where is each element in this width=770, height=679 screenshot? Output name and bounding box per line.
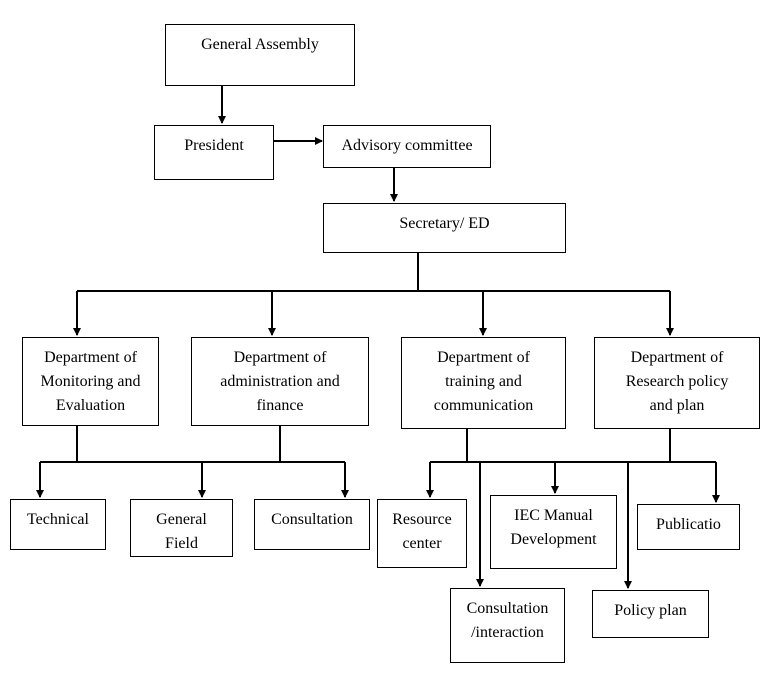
president-box: President — [154, 125, 274, 180]
dept-training-communication-box: Department of training and communication — [401, 337, 566, 429]
general-assembly-box: General Assembly — [165, 24, 355, 86]
iec-manual-development-box: IEC Manual Development — [490, 495, 617, 569]
advisory-committee-box: Advisory committee — [323, 125, 491, 168]
resource-center-box: Resource center — [377, 499, 467, 568]
publicatio-box: Publicatio — [637, 504, 740, 550]
dept-research-policy-box: Department of Research policy and plan — [594, 337, 760, 429]
technical-box: Technical — [10, 499, 106, 550]
secretary-box: Secretary/ ED — [323, 203, 566, 253]
policy-plan-box: Policy plan — [592, 590, 709, 638]
consultation-box: Consultation — [254, 499, 370, 550]
general-field-box: General Field — [130, 499, 233, 557]
dept-monitoring-evaluation-box: Department of Monitoring and Evaluation — [22, 337, 159, 426]
dept-administration-finance-box: Department of administration and finance — [191, 337, 369, 426]
consultation-interaction-box: Consultation /interaction — [450, 588, 565, 663]
